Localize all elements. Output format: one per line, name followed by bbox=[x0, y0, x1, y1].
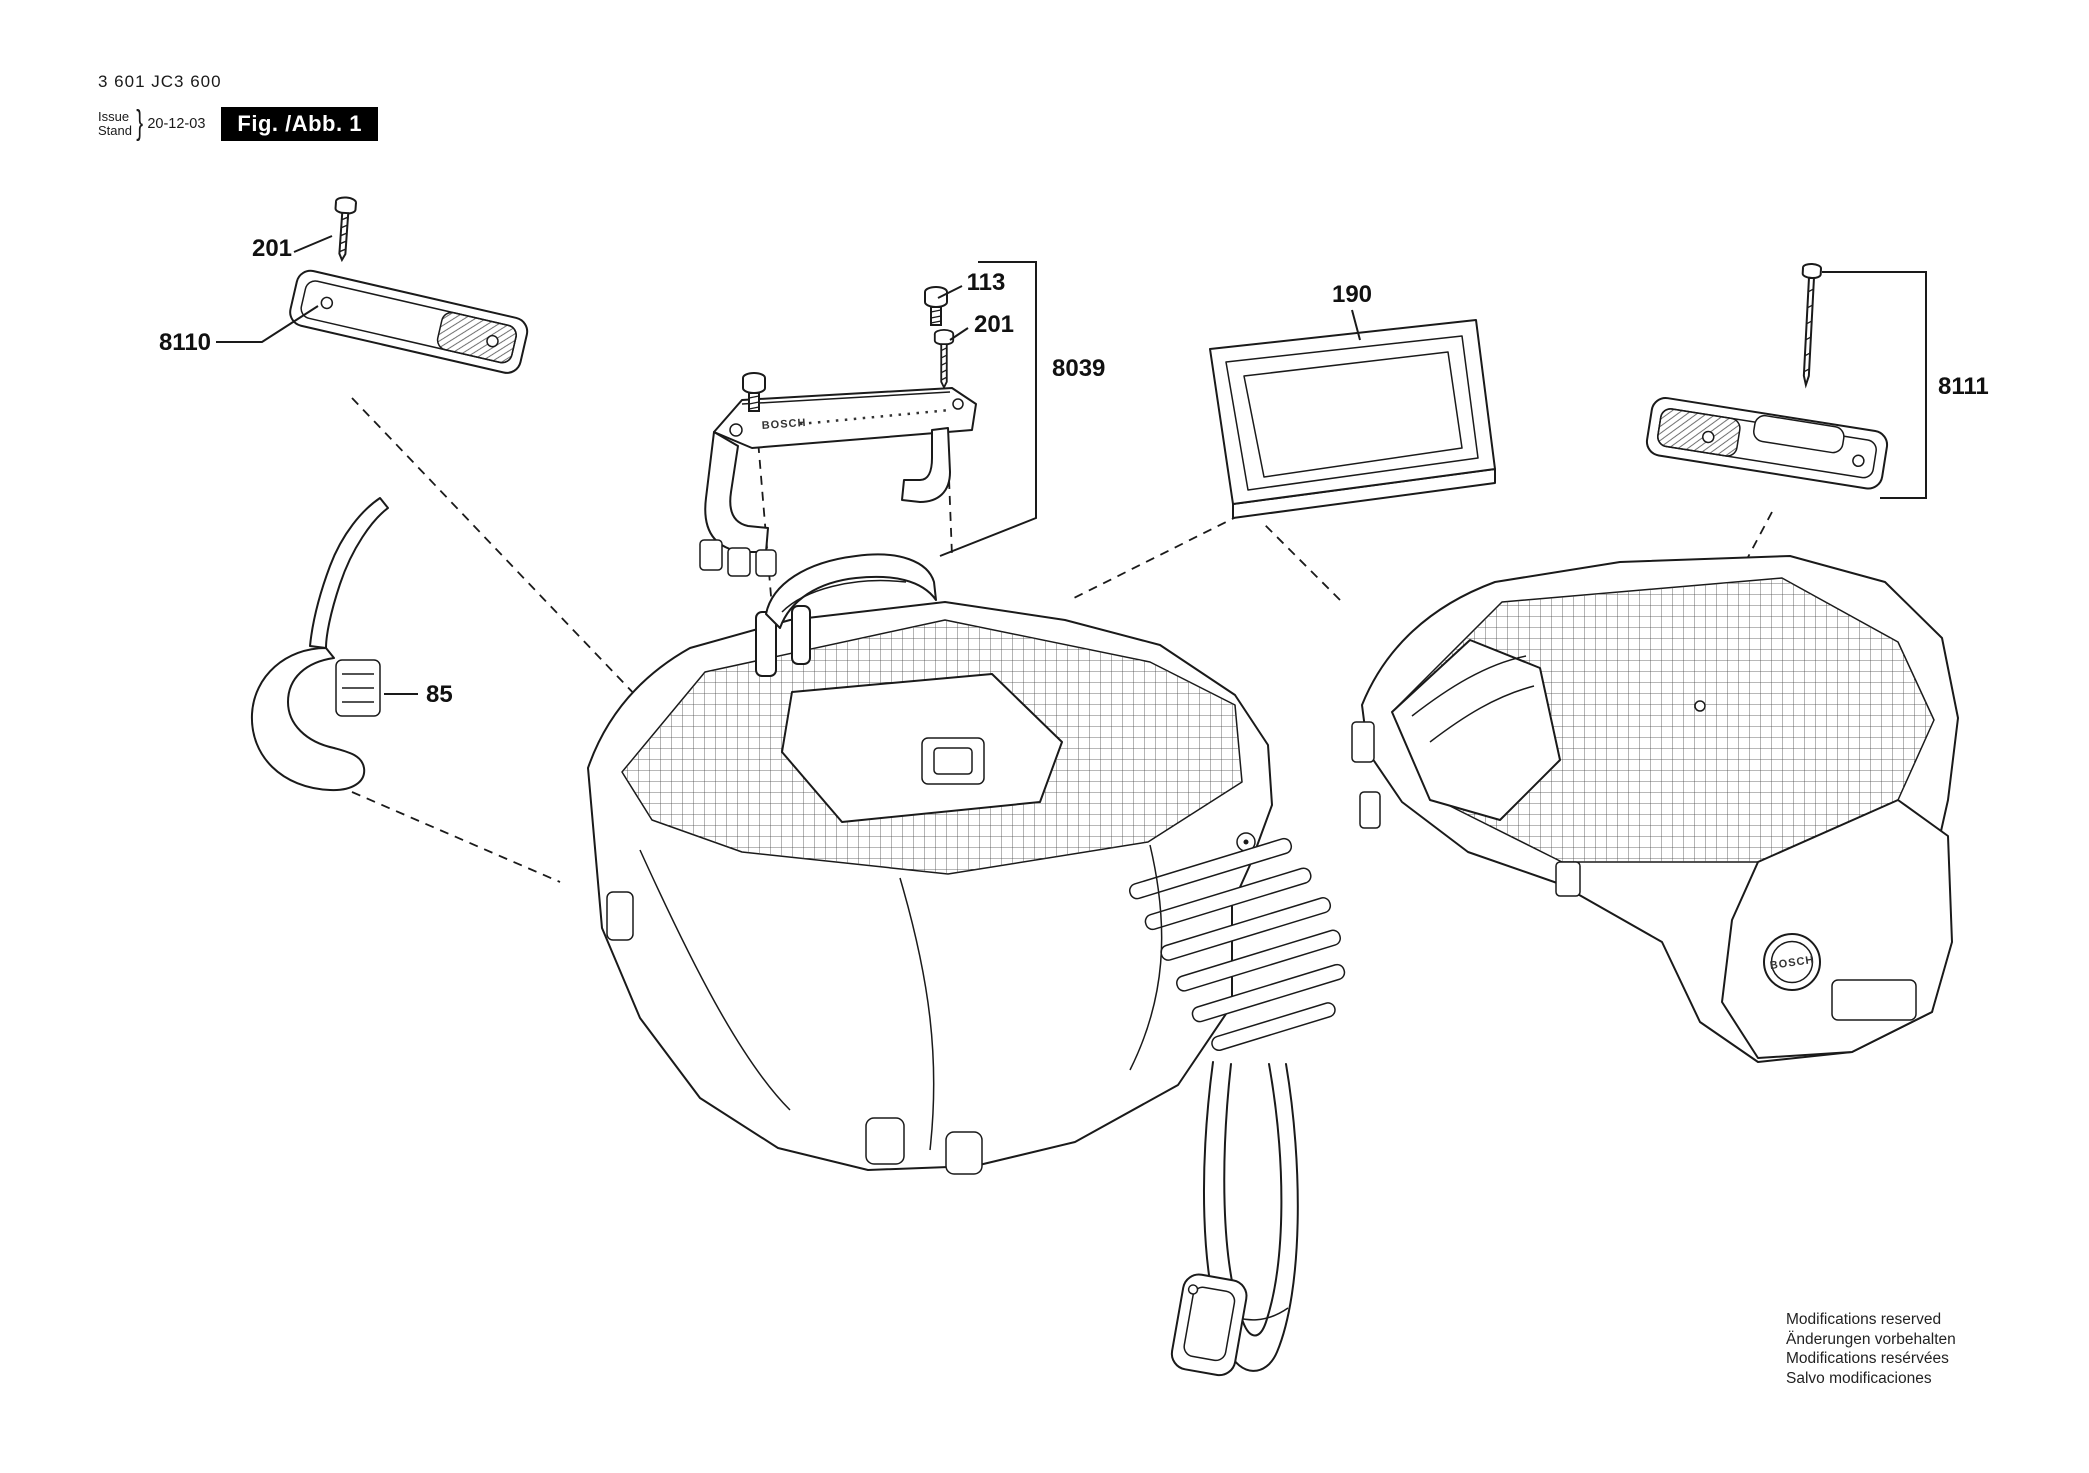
footer-line-es: Salvo modificaciones bbox=[1786, 1369, 1932, 1387]
issue-stand-stack: Issue Stand bbox=[98, 108, 132, 138]
bracket-logo-text: BOSCH bbox=[761, 417, 806, 432]
part-number-labels: 201 8110 113 201 8039 190 8111 85 bbox=[159, 235, 1989, 708]
footer-notes: Modifications reserved Änderungen vorbeh… bbox=[1786, 1310, 1956, 1388]
cover-screw-hole bbox=[1694, 700, 1706, 712]
filter-190-part bbox=[1209, 319, 1496, 519]
model-number: 3 601 JC3 600 bbox=[98, 72, 222, 91]
footer-line-fr: Modifications resérvées bbox=[1786, 1350, 1949, 1367]
label-113: 113 bbox=[967, 269, 1006, 296]
label-8111: 8111 bbox=[1938, 373, 1989, 400]
handle-loop-clamp bbox=[1170, 1273, 1248, 1377]
cap-113 bbox=[924, 286, 948, 326]
housing-handle-post bbox=[791, 605, 811, 665]
label-leader-lines bbox=[216, 235, 1927, 695]
brace-glyph: } bbox=[136, 104, 144, 142]
cover-front-clip bbox=[1555, 861, 1581, 897]
label-85: 85 bbox=[426, 681, 453, 708]
main-housing-part bbox=[587, 601, 1346, 1175]
stand-label: Stand bbox=[98, 122, 132, 138]
cover-interior-notch bbox=[1391, 639, 1561, 821]
bracket-8039-part: BOSCH bbox=[699, 387, 977, 577]
cover-badge-plate bbox=[1831, 979, 1917, 1021]
housing-foot-tab bbox=[865, 1117, 905, 1165]
screw-201-top-left bbox=[330, 195, 358, 262]
figure-label-box: Fig. /Abb. 1 bbox=[221, 106, 378, 141]
top-cover-part: BOSCH bbox=[1351, 555, 1959, 1063]
footer-line-en: Modifications reserved bbox=[1786, 1311, 1942, 1328]
cover-side-clip bbox=[1359, 791, 1381, 829]
cover-side-clip bbox=[1351, 721, 1375, 763]
header: 3 601 JC3 600 Issue Stand } 20-12-03 Fig… bbox=[98, 72, 378, 143]
issue-row: Issue Stand } 20-12-03 Fig. /Abb. 1 bbox=[98, 104, 378, 143]
issue-date: 20-12-03 bbox=[147, 115, 206, 132]
label-201-mid: 201 bbox=[974, 311, 1014, 338]
strip-8110-part bbox=[289, 269, 529, 374]
housing-air-louvers bbox=[1128, 837, 1346, 1052]
label-190: 190 bbox=[1332, 281, 1372, 308]
housing-foot-tab bbox=[945, 1131, 983, 1175]
handle-insert-part bbox=[765, 553, 937, 629]
label-8110: 8110 bbox=[159, 329, 211, 356]
carry-handle-loop-part bbox=[1170, 1061, 1299, 1377]
screw-201-mid bbox=[933, 328, 955, 389]
strip-8111-part bbox=[1645, 397, 1889, 490]
label-8039: 8039 bbox=[1052, 355, 1105, 382]
clamp-85-part bbox=[250, 497, 389, 792]
housing-side-clip bbox=[606, 891, 634, 941]
screw-long-8111 bbox=[1795, 262, 1823, 387]
footer-line-de: Änderungen vorbehalten bbox=[1786, 1330, 1956, 1348]
issue-label: Issue bbox=[98, 108, 130, 124]
label-201-top-left: 201 bbox=[252, 235, 292, 262]
